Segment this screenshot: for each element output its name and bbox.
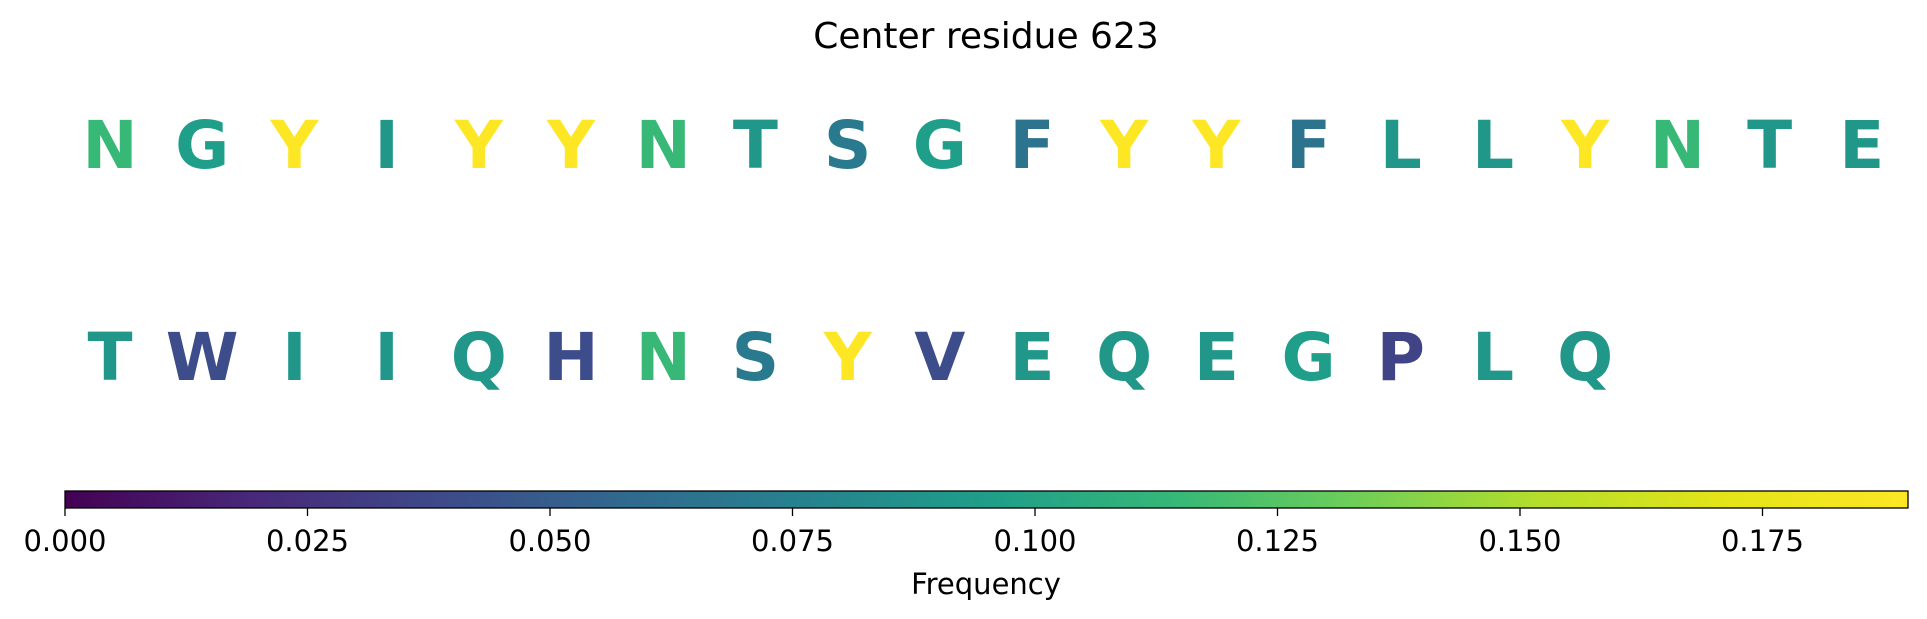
- residue-letter: V: [914, 319, 965, 396]
- residue-letter: Q: [1557, 319, 1613, 396]
- residue-letter: Y: [823, 319, 873, 396]
- colorbar-tick-label: 0.000: [23, 524, 106, 558]
- colorbar-tick-label: 0.050: [508, 524, 591, 558]
- colorbar-tick-label: 0.025: [266, 524, 349, 558]
- residue-letter: Y: [454, 107, 504, 184]
- residue-letter: I: [374, 107, 399, 184]
- residue-letter: L: [1472, 107, 1514, 184]
- residue-letter: G: [175, 107, 229, 184]
- colorbar-label: Frequency: [911, 567, 1061, 601]
- residue-letter: G: [1282, 319, 1336, 396]
- residue-letter: Q: [1096, 319, 1152, 396]
- residue-letter: N: [636, 107, 691, 184]
- residue-letter: T: [1747, 107, 1792, 184]
- residue-letter: L: [1472, 319, 1514, 396]
- residue-letter: N: [82, 107, 137, 184]
- residue-letter: F: [1286, 107, 1331, 184]
- residue-letter: E: [1839, 107, 1884, 184]
- residue-letter: Y: [546, 107, 596, 184]
- residue-letter: E: [1194, 319, 1239, 396]
- residue-letter: F: [1009, 107, 1054, 184]
- residue-letter: Y: [1099, 107, 1149, 184]
- residue-letter: L: [1380, 107, 1422, 184]
- residue-letter: Y: [1192, 107, 1242, 184]
- colorbar-tick-label: 0.150: [1478, 524, 1561, 558]
- residue-letter: E: [1009, 319, 1054, 396]
- colorbar-tick-label: 0.100: [993, 524, 1076, 558]
- colorbar-ticks: 0.000 0.025 0.050 0.075 0.100 0.125 0.150 0.175: [23, 508, 1804, 558]
- residue-letter: S: [824, 107, 872, 184]
- residue-letter: I: [374, 319, 399, 396]
- residue-letter: P: [1377, 319, 1425, 396]
- residue-letter: T: [733, 107, 778, 184]
- residue-letter: S: [732, 319, 780, 396]
- residue-letter: Y: [270, 107, 320, 184]
- residue-letter: W: [166, 319, 239, 396]
- colorbar-tick-label: 0.125: [1236, 524, 1319, 558]
- residue-letter: N: [1650, 107, 1705, 184]
- residue-letter: H: [543, 319, 598, 396]
- residue-letter: Y: [1560, 107, 1610, 184]
- residue-letter: T: [87, 319, 132, 396]
- colorbar-tick-label: 0.075: [751, 524, 834, 558]
- residue-letter: I: [282, 319, 307, 396]
- chart-title: Center residue 623: [813, 16, 1159, 57]
- residue-letter: N: [636, 319, 691, 396]
- residue-letter: G: [913, 107, 967, 184]
- colorbar: [64, 490, 1909, 509]
- residue-letter: Q: [451, 319, 507, 396]
- colorbar-tick-label: 0.175: [1721, 524, 1804, 558]
